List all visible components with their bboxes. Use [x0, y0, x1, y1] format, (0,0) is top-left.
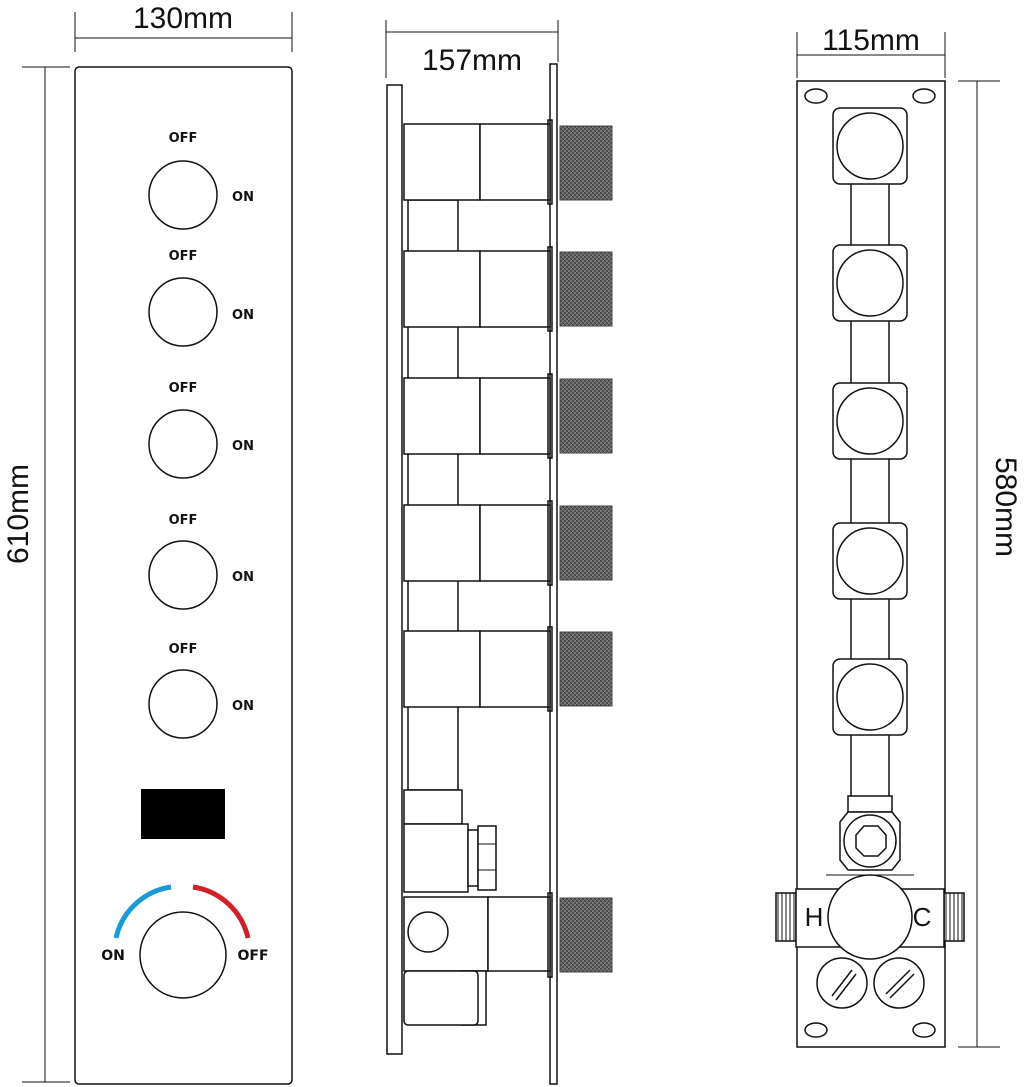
valve-3: OFF ON [148, 381, 254, 479]
side-back-plate [386, 84, 403, 1055]
valve-1-on-label: ON [232, 190, 254, 205]
back-height-dimension: 580mm [958, 80, 1022, 1048]
front-view: 130mm 610mm OFF ON OFF ON OFF ON [2, 2, 293, 1085]
thermostat-on-label: ON [101, 948, 125, 964]
mounting-holes [804, 88, 936, 1038]
valve-3-on-label: ON [232, 439, 254, 454]
valve-4: OFF ON [148, 513, 254, 610]
thermostat-control: ON OFF [101, 884, 269, 999]
back-height-label: 580mm [989, 457, 1022, 557]
hot-inlet-label: H [805, 902, 824, 932]
cold-inlet-label: C [913, 902, 932, 932]
back-plate [796, 80, 946, 1048]
side-view: 157mm [385, 20, 613, 1085]
side-thermostat-body [403, 892, 613, 1026]
valve-5-knob [148, 669, 218, 739]
hot-arc [192, 884, 251, 939]
valve-1: OFF ON [148, 131, 254, 230]
valve-1-off-label: OFF [169, 131, 198, 146]
cold-arc [113, 884, 172, 939]
back-stop-screws [816, 957, 925, 1009]
temperature-display [141, 789, 225, 839]
valve-3-knob [148, 409, 218, 479]
valve-3-off-label: OFF [169, 381, 198, 396]
valve-2-on-label: ON [232, 308, 254, 323]
valve-5-off-label: OFF [169, 642, 198, 657]
front-height-dimension: 610mm [2, 66, 70, 1083]
valve-4-off-label: OFF [169, 513, 198, 528]
back-cartridge-nut [826, 795, 914, 876]
side-depth-label: 157mm [422, 44, 522, 77]
back-width-dimension: 115mm [796, 24, 946, 78]
valve-2-knob [148, 277, 218, 347]
valve-4-on-label: ON [232, 570, 254, 585]
front-width-dimension: 130mm [74, 2, 293, 52]
valve-4-knob [148, 540, 218, 610]
valve-5-on-label: ON [232, 699, 254, 714]
side-valve-bodies [403, 119, 613, 712]
thermostat-off-label: OFF [237, 948, 268, 964]
back-view: 115mm 580mm [775, 24, 1022, 1048]
valve-5: OFF ON [148, 642, 254, 739]
back-valve-housings [832, 107, 908, 736]
thermostat-knob [139, 911, 227, 999]
back-mixer-body: H C [775, 874, 965, 960]
valve-1-knob [148, 160, 218, 230]
valve-2-off-label: OFF [169, 249, 198, 264]
side-depth-dimension: 157mm [385, 20, 559, 78]
side-inlet-fittings [403, 789, 497, 893]
side-front-plate [549, 63, 558, 1085]
back-width-label: 115mm [822, 24, 920, 57]
front-width-label: 130mm [133, 2, 233, 35]
front-panel [74, 66, 293, 1085]
front-height-label: 610mm [2, 464, 35, 564]
valve-2: OFF ON [148, 249, 254, 347]
